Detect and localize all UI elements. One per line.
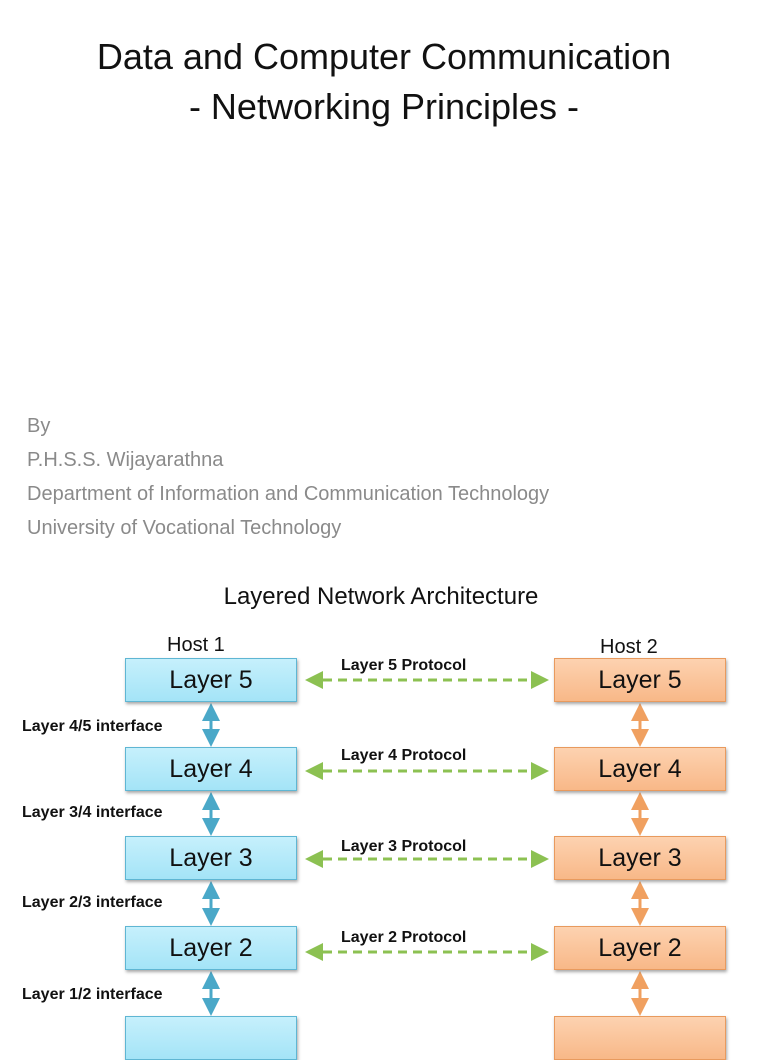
title-line-1: Data and Computer Communication [96,36,672,77]
interface-label-4-5: Layer 4/5 interface [22,718,163,735]
host1-label: Host 1 [167,634,225,656]
host2-label: Host 2 [600,636,658,658]
interface-label-2-3: Layer 2/3 interface [22,894,163,911]
protocol-arrows [305,671,549,961]
author-university: University of Vocational Technology [27,517,342,539]
diagram-arrows [202,671,649,1016]
protocol-label-4: Layer 4 Protocol [341,747,467,764]
host2-layer-3: Layer 3 [554,836,726,880]
protocol-label-3: Layer 3 Protocol [341,838,467,855]
author-name: P.H.S.S. Wijayarathna [27,449,224,471]
host2-layer-2: Layer 2 [554,926,726,970]
host1-layer-1 [125,1016,297,1060]
title-line-2: - Networking Principles - [188,86,580,127]
host2-layer-5: Layer 5 [554,658,726,702]
author-by: By [27,415,51,437]
author-department: Department of Information and Communicat… [27,483,550,505]
host2-layer-1 [554,1016,726,1060]
diagram-heading: Layered Network Architecture [223,583,539,610]
protocol-label-2: Layer 2 Protocol [341,929,467,946]
host1-layer-2: Layer 2 [125,926,297,970]
host1-layer-5: Layer 5 [125,658,297,702]
interface-label-3-4: Layer 3/4 interface [22,804,163,821]
host2-layer-4: Layer 4 [554,747,726,791]
host1-layer-3: Layer 3 [125,836,297,880]
protocol-label-5: Layer 5 Protocol [341,657,467,674]
host1-layer-4: Layer 4 [125,747,297,791]
interface-label-1-2: Layer 1/2 interface [22,986,163,1003]
